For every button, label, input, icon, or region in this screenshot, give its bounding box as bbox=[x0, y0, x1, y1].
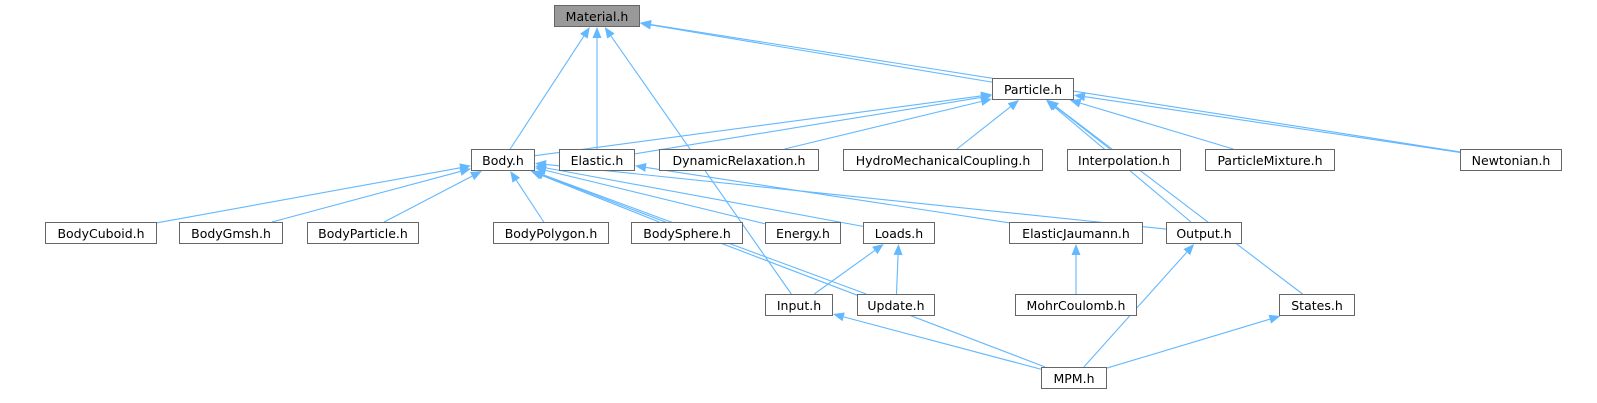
node-dynamicrelaxation-h[interactable]: DynamicRelaxation.h bbox=[659, 149, 819, 171]
edge-dynamic_relaxation-includes-particle bbox=[784, 100, 982, 150]
edge-energy-includes-body bbox=[545, 169, 766, 225]
node-newtonian-h[interactable]: Newtonian.h bbox=[1460, 149, 1562, 171]
node-bodysphere-h[interactable]: BodySphere.h bbox=[631, 222, 743, 244]
node-loads-h[interactable]: Loads.h bbox=[863, 222, 935, 244]
edge-arrowhead bbox=[1183, 244, 1195, 256]
edge-output-includes-body bbox=[545, 163, 1167, 230]
edge-arrowhead bbox=[470, 171, 482, 181]
node-particlemixture-h[interactable]: ParticleMixture.h bbox=[1205, 149, 1335, 171]
edge-body_gmsh-includes-body bbox=[271, 170, 461, 223]
edge-arrowhead bbox=[980, 97, 992, 106]
edge-input-includes-loads bbox=[813, 249, 876, 295]
edge-arrowhead bbox=[510, 171, 521, 183]
edge-body-includes-particle bbox=[534, 95, 982, 157]
edge-arrowhead bbox=[1047, 100, 1059, 111]
node-bodycuboid-h[interactable]: BodyCuboid.h bbox=[45, 222, 157, 244]
node-material-h: Material.h bbox=[554, 5, 640, 27]
edge-arrowhead bbox=[833, 312, 845, 322]
node-bodypolygon-h[interactable]: BodyPolygon.h bbox=[493, 222, 609, 244]
edge-arrowhead bbox=[1074, 92, 1086, 102]
node-hydromechanicalcoupling-h[interactable]: HydroMechanicalCoupling.h bbox=[843, 149, 1043, 171]
edge-hydro_mechanical_coupling-includes-particle bbox=[956, 106, 1011, 150]
edge-loads-includes-body bbox=[545, 167, 864, 227]
node-output-h[interactable]: Output.h bbox=[1166, 222, 1242, 244]
edge-particle_mixture-includes-particle bbox=[1080, 102, 1234, 150]
edge-body-includes-material bbox=[509, 35, 585, 150]
edge-arrowhead bbox=[1007, 100, 1020, 111]
edge-particle-includes-material bbox=[650, 24, 993, 83]
edge-arrowhead bbox=[535, 159, 547, 169]
edge-mpm-includes-input bbox=[843, 316, 1042, 370]
edge-arrowhead bbox=[531, 170, 544, 180]
node-energy-h[interactable]: Energy.h bbox=[765, 222, 841, 244]
edge-newtonian-includes-particle bbox=[1084, 96, 1461, 153]
edge-elastic_jaumann-includes-elastic bbox=[645, 166, 1010, 224]
edge-update-includes-loads bbox=[895, 254, 899, 295]
edge-arrowhead bbox=[592, 27, 602, 38]
edge-mpm-includes-states bbox=[1106, 318, 1271, 369]
edge-arrowhead bbox=[1069, 98, 1082, 108]
edge-arrowhead bbox=[635, 162, 647, 172]
node-elasticjaumann-h[interactable]: ElasticJaumann.h bbox=[1009, 222, 1143, 244]
edge-mpm-includes-body bbox=[541, 174, 1046, 368]
node-states-h[interactable]: States.h bbox=[1279, 294, 1355, 316]
edge-arrowhead bbox=[1268, 314, 1281, 324]
edge-arrowhead bbox=[580, 27, 590, 39]
edge-body_cuboid-includes-body bbox=[156, 167, 461, 224]
edge-arrowhead bbox=[893, 244, 903, 256]
node-mohrcoulomb-h[interactable]: MohrCoulomb.h bbox=[1015, 294, 1137, 316]
edge-body_sphere-includes-body bbox=[540, 174, 660, 223]
node-bodyparticle-h[interactable]: BodyParticle.h bbox=[307, 222, 419, 244]
edge-states-includes-particle bbox=[1055, 106, 1303, 295]
edge-arrowhead bbox=[459, 167, 471, 176]
node-input-h[interactable]: Input.h bbox=[765, 294, 833, 316]
node-elastic-h[interactable]: Elastic.h bbox=[559, 149, 635, 171]
node-update-h[interactable]: Update.h bbox=[857, 294, 935, 316]
node-interpolation-h[interactable]: Interpolation.h bbox=[1067, 149, 1181, 171]
edge-body_polygon-includes-body bbox=[515, 179, 545, 223]
node-body-h[interactable]: Body.h bbox=[471, 149, 535, 171]
node-bodygmsh-h[interactable]: BodyGmsh.h bbox=[179, 222, 283, 244]
edge-arrowhead bbox=[604, 27, 615, 39]
edge-arrowhead bbox=[640, 20, 652, 29]
node-particle-h[interactable]: Particle.h bbox=[992, 78, 1074, 100]
edge-arrowhead bbox=[1071, 244, 1081, 255]
node-mpm-h[interactable]: MPM.h bbox=[1041, 367, 1107, 389]
edge-elastic-includes-particle bbox=[634, 96, 982, 155]
edge-arrowhead bbox=[872, 244, 884, 255]
edge-body_particle-includes-body bbox=[383, 175, 473, 223]
